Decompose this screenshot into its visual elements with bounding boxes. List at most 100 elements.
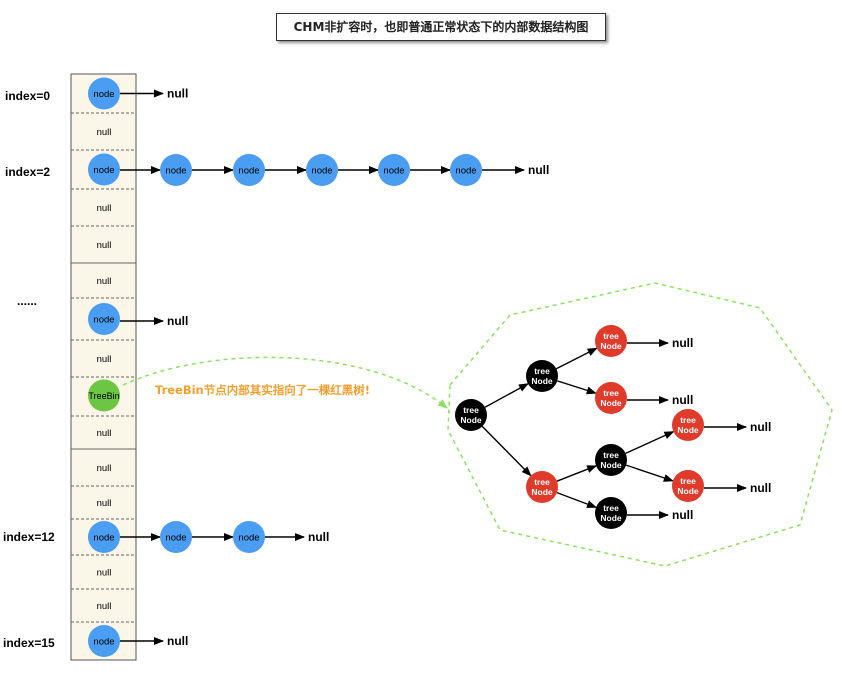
null-terminator: null bbox=[167, 314, 188, 328]
tree-node-circle bbox=[672, 470, 704, 502]
chain-node: node bbox=[233, 154, 265, 186]
empty-slot-null: null bbox=[97, 498, 112, 509]
chain-node: node bbox=[450, 154, 482, 186]
tree-node-label-bottom: Node bbox=[600, 341, 622, 351]
node-label: node bbox=[165, 166, 186, 177]
tree-node-circle bbox=[672, 409, 704, 441]
tree-node-label-top: tree bbox=[603, 503, 619, 513]
tree-node-circle bbox=[595, 497, 627, 529]
node-label: node bbox=[93, 637, 114, 648]
table-slot-node: node bbox=[88, 153, 120, 186]
tree-node-label-bottom: Node bbox=[677, 425, 699, 435]
node-label: node bbox=[311, 166, 332, 177]
tree-node-circle bbox=[526, 471, 558, 503]
table-cells: nodenullnodenullnullnullnodenullTreeBinn… bbox=[88, 77, 120, 657]
node-label: node bbox=[238, 533, 259, 544]
chain-node: node bbox=[160, 521, 192, 553]
tree-node-label-bottom: Node bbox=[600, 460, 622, 470]
treebin-label: TreeBin bbox=[88, 391, 119, 401]
null-terminator: null bbox=[167, 634, 188, 648]
diagram-title: CHM非扩容时，也即普通正常状态下的内部数据结构图 bbox=[276, 13, 606, 41]
node-circle bbox=[450, 154, 482, 186]
node-circle bbox=[88, 77, 120, 110]
tree-node-label-bottom: Node bbox=[600, 398, 622, 408]
chain-nodes: null node node node node node null null node node… bbox=[160, 87, 549, 648]
treebin-circle bbox=[88, 379, 120, 412]
red-black-tree: nullnullnullnullnulltreeNodetreeNodetree… bbox=[455, 325, 771, 529]
null-terminator: null bbox=[528, 163, 549, 177]
table-slot-node: node bbox=[88, 77, 120, 110]
treebin-pointer-arrow bbox=[122, 356, 448, 409]
empty-slot-null: null bbox=[97, 240, 112, 251]
null-terminator: null bbox=[167, 87, 188, 101]
node-label: node bbox=[93, 315, 114, 326]
node-label: node bbox=[455, 166, 476, 177]
null-terminator: null bbox=[672, 336, 693, 350]
tree-node-label-top: tree bbox=[680, 415, 696, 425]
treebin-annotation: TreeBin节点内部其实指向了一棵红黑树! bbox=[155, 383, 370, 397]
pointer-arrow bbox=[556, 465, 598, 482]
hash-table-array bbox=[70, 73, 137, 661]
red-black-tree-boundary bbox=[447, 282, 833, 567]
table-slot-node: node bbox=[88, 625, 120, 657]
node-circle bbox=[88, 153, 120, 186]
index-ellipsis: ...... bbox=[17, 294, 37, 308]
treebin-node: TreeBin bbox=[88, 379, 120, 412]
node-circle bbox=[233, 154, 265, 186]
node-circle bbox=[88, 303, 120, 335]
tree-node-circle bbox=[526, 360, 558, 392]
node-label: node bbox=[238, 166, 259, 177]
tree-node-label-top: tree bbox=[463, 405, 479, 415]
node-circle bbox=[160, 154, 192, 186]
empty-slot-null: null bbox=[97, 276, 112, 287]
index-label-0: index=0 bbox=[5, 89, 50, 103]
chain-node: node bbox=[378, 154, 410, 186]
pointer-arrow bbox=[484, 383, 529, 408]
tree-node-label-top: tree bbox=[534, 366, 550, 376]
tree-node-circle bbox=[595, 325, 627, 357]
node-circle bbox=[233, 521, 265, 553]
empty-slot-null: null bbox=[97, 203, 112, 214]
tree-node-label-top: tree bbox=[603, 450, 619, 460]
empty-slot-null: null bbox=[97, 354, 112, 365]
node-circle bbox=[88, 625, 120, 657]
node-circle bbox=[160, 521, 192, 553]
index-label-15: index=15 bbox=[3, 636, 55, 650]
pointer-arrow bbox=[557, 380, 597, 395]
node-circle bbox=[306, 154, 338, 186]
node-label: node bbox=[93, 533, 114, 544]
pointer-arrow bbox=[625, 464, 674, 482]
tree-node-label-top: tree bbox=[534, 477, 550, 487]
tree-node-circle bbox=[595, 444, 627, 476]
chain-node: node bbox=[233, 521, 265, 553]
null-terminator: null bbox=[308, 530, 329, 544]
tree-node-label-bottom: Node bbox=[460, 415, 482, 425]
table-cell-dividers bbox=[71, 112, 136, 623]
empty-slot-null: null bbox=[97, 127, 112, 138]
empty-slot-null: null bbox=[97, 601, 112, 612]
tree-node-label-bottom: Node bbox=[531, 487, 553, 497]
tree-node-label-bottom: Node bbox=[531, 376, 553, 386]
chain-node: node bbox=[306, 154, 338, 186]
empty-slot-null: null bbox=[97, 428, 112, 439]
tree-node-label-top: tree bbox=[680, 476, 696, 486]
tree-node-label-bottom: Node bbox=[677, 486, 699, 496]
tree-node-label-top: tree bbox=[603, 388, 619, 398]
table-slot-node: node bbox=[88, 303, 120, 335]
empty-slot-null: null bbox=[97, 463, 112, 474]
pointer-arrow bbox=[625, 430, 675, 455]
tree-node-label-bottom: Node bbox=[600, 513, 622, 523]
node-label: node bbox=[93, 165, 114, 176]
index-label-12: index=12 bbox=[3, 530, 55, 544]
node-circle bbox=[378, 154, 410, 186]
node-circle bbox=[88, 521, 120, 553]
